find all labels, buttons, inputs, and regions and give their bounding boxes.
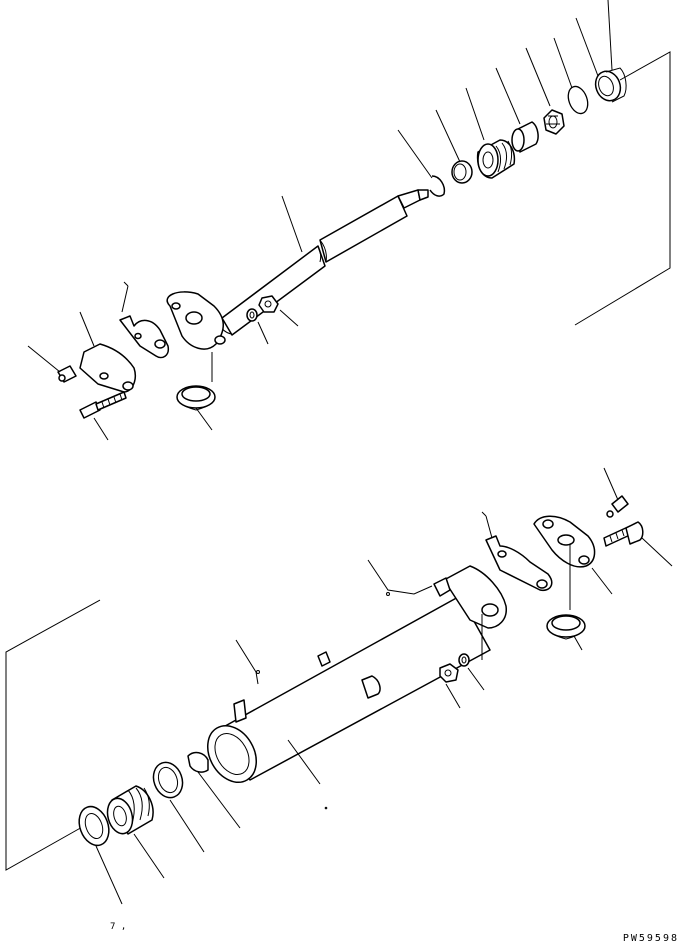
spacer-plate-lower xyxy=(485,535,553,592)
spherical-bearing-lower xyxy=(546,614,586,640)
end-cap-upper xyxy=(79,343,136,393)
snap-ring xyxy=(429,175,446,197)
spherical-bearing-upper xyxy=(176,385,216,411)
cylinder-tube xyxy=(207,565,507,783)
grease-fitting-icon xyxy=(57,365,77,383)
washer-upper xyxy=(246,308,258,322)
grease-fitting-lower-icon xyxy=(606,495,629,518)
lower-assembly xyxy=(5,467,673,905)
spacer-plate-upper xyxy=(119,315,170,359)
leader-lines-upper xyxy=(27,0,613,441)
assembly-bracket-lower xyxy=(5,599,101,871)
rod-eye-cap-half xyxy=(166,291,226,350)
collar-upper xyxy=(511,121,539,153)
drawing-code-label: PW59598 xyxy=(622,933,679,944)
stop-ring xyxy=(187,751,209,773)
piston-upper xyxy=(476,139,516,179)
bolt-upper xyxy=(79,391,127,419)
ring-upper xyxy=(451,160,473,184)
ring-lower xyxy=(152,761,184,799)
upper-assembly xyxy=(27,0,671,441)
nut-lower xyxy=(439,663,459,683)
bolt-lower xyxy=(603,521,644,547)
o-ring-upper xyxy=(567,85,589,115)
piston-nut xyxy=(543,109,565,135)
cylinder-head-ring xyxy=(594,67,627,103)
end-cap-lower xyxy=(533,515,596,568)
assembly-bracket-upper xyxy=(574,51,671,326)
seal-lower xyxy=(78,805,110,847)
cropped-label-text: 7 , xyxy=(110,922,127,932)
gland-lower xyxy=(106,785,154,835)
leader-lines-lower xyxy=(95,467,673,905)
nut-upper xyxy=(258,295,279,313)
washer-lower xyxy=(458,653,470,667)
